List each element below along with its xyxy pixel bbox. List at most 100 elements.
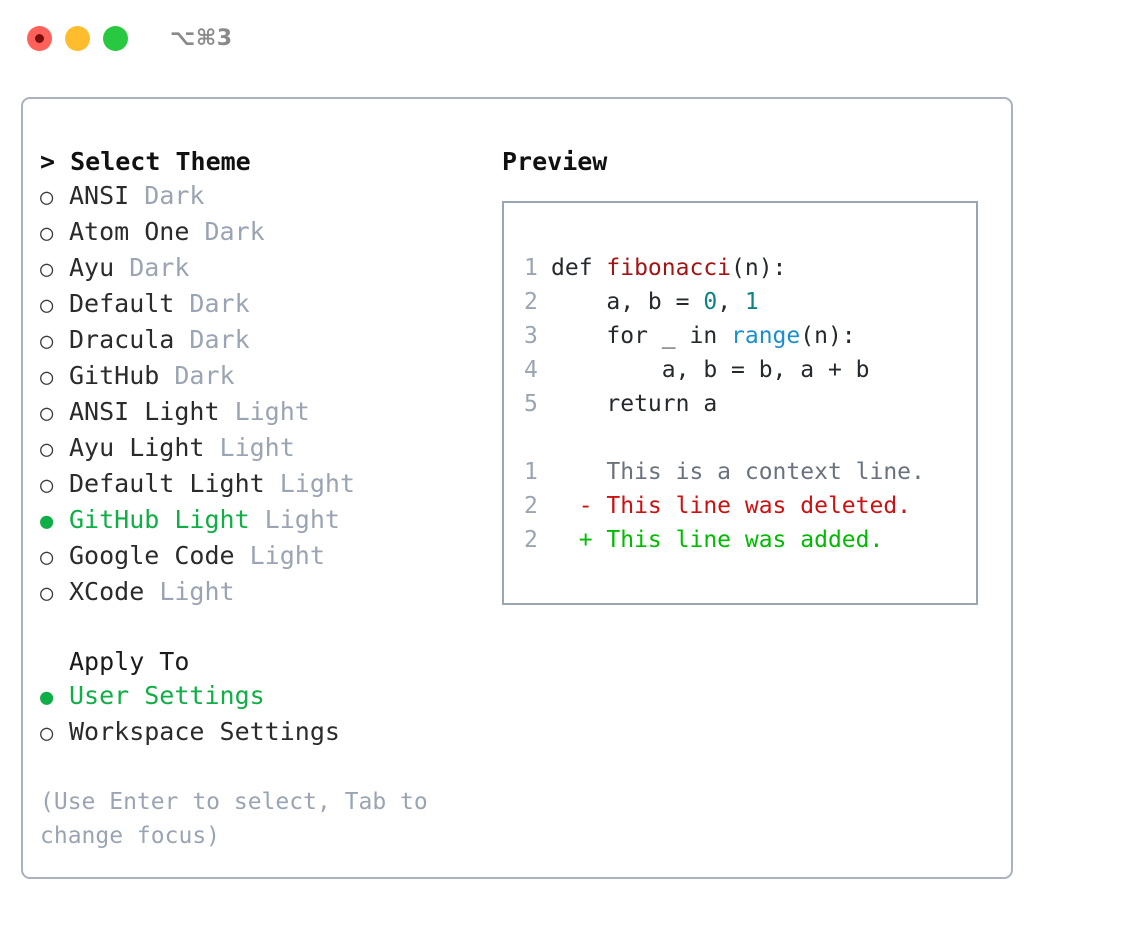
diff-text: This line was added. bbox=[606, 527, 884, 553]
radio-unselected-icon: ○ bbox=[40, 581, 54, 606]
option-label: Default Light bbox=[69, 469, 265, 498]
option-category: Light bbox=[249, 505, 340, 534]
option-category: Dark bbox=[174, 325, 250, 354]
spacer bbox=[40, 611, 485, 645]
option-category: Dark bbox=[114, 253, 190, 282]
preview-header: Preview bbox=[502, 147, 608, 176]
diff-line: 2 + This line was added. bbox=[524, 523, 976, 557]
diff-marker: - bbox=[551, 493, 607, 519]
line-number: 1 bbox=[524, 255, 538, 281]
theme-option-6[interactable]: ○ ANSI Light Light bbox=[40, 395, 485, 431]
left-pane: > Select Theme ○ANSI Dark○Atom One Dark○… bbox=[23, 145, 485, 877]
theme-option-5[interactable]: ○GitHub Dark bbox=[40, 359, 485, 395]
theme-option-1[interactable]: ○ Atom One Dark bbox=[40, 215, 485, 251]
option-category: Dark bbox=[129, 181, 205, 210]
code-token: 1 bbox=[744, 289, 759, 315]
radio-unselected-icon: ○ bbox=[40, 401, 54, 426]
option-label: Workspace Settings bbox=[69, 717, 340, 746]
line-number: 4 bbox=[524, 357, 538, 383]
diff-line: 2 - This line was deleted. bbox=[524, 489, 976, 523]
code-line: 5 return a bbox=[524, 387, 976, 421]
spacer bbox=[524, 421, 976, 455]
radio-selected-icon: ● bbox=[40, 509, 54, 534]
code-line: 1 def fibonacci(n): bbox=[524, 251, 976, 285]
theme-option-2[interactable]: ○ Ayu Dark bbox=[40, 251, 485, 287]
close-dot-inner bbox=[35, 33, 44, 43]
apply-to-list: ● User Settings ○ Workspace Settings bbox=[40, 679, 485, 751]
code-token: a, b = bbox=[551, 289, 704, 315]
close-button-icon[interactable] bbox=[27, 25, 52, 51]
radio-unselected-icon: ○ bbox=[40, 721, 54, 746]
line-number: 5 bbox=[524, 391, 538, 417]
option-label: Default bbox=[69, 289, 175, 318]
code-token: a, b = b, a + b bbox=[551, 357, 870, 383]
keyboard-hint-text: (Use Enter to select, Tab to change focu… bbox=[40, 789, 428, 849]
title-bar: ⌥⌘3 bbox=[0, 0, 1140, 76]
option-label: Ayu Light bbox=[69, 433, 205, 462]
line-number: 1 bbox=[524, 459, 538, 485]
radio-unselected-icon: ○ bbox=[40, 293, 54, 318]
radio-unselected-icon: ○ bbox=[40, 365, 54, 390]
option-category: Light bbox=[219, 397, 310, 426]
option-label: Dracula bbox=[69, 325, 175, 354]
select-theme-header: > Select Theme bbox=[40, 147, 251, 176]
radio-unselected-icon: ○ bbox=[40, 221, 54, 246]
code-line: 4 a, b = b, a + b bbox=[524, 353, 976, 387]
code-token: return a bbox=[551, 391, 718, 417]
spacer bbox=[40, 751, 485, 785]
theme-option-3[interactable]: ○Default Dark bbox=[40, 287, 485, 323]
option-category: Light bbox=[234, 541, 325, 570]
diff-marker: + bbox=[551, 527, 607, 553]
theme-option-7[interactable]: ○Ayu Light Light bbox=[40, 431, 485, 467]
diff-text: This is a context line. bbox=[606, 459, 925, 485]
option-label: GitHub Light bbox=[69, 505, 250, 534]
traffic-light-buttons bbox=[27, 25, 128, 51]
apply-to-option-1[interactable]: ○ Workspace Settings bbox=[40, 715, 485, 751]
option-label: GitHub bbox=[69, 361, 160, 390]
line-number: 2 bbox=[524, 527, 538, 553]
code-line: 2 a, b = 0, 1 bbox=[524, 285, 976, 319]
theme-option-11[interactable]: ○ XCode Light bbox=[40, 575, 485, 611]
option-label: ANSI Light bbox=[69, 397, 220, 426]
radio-unselected-icon: ○ bbox=[40, 473, 54, 498]
option-label: Atom One bbox=[69, 217, 190, 246]
apply-to-option-0[interactable]: ● User Settings bbox=[40, 679, 485, 715]
option-category: Light bbox=[264, 469, 355, 498]
option-label: User Settings bbox=[69, 681, 265, 710]
code-token: def bbox=[551, 255, 607, 281]
code-token: fibonacci bbox=[606, 255, 732, 281]
option-label: XCode bbox=[69, 577, 145, 606]
radio-unselected-icon: ○ bbox=[40, 257, 54, 282]
radio-unselected-icon: ○ bbox=[40, 185, 54, 210]
theme-option-4[interactable]: ○ Dracula Dark bbox=[40, 323, 485, 359]
line-number: 3 bbox=[524, 323, 538, 349]
option-category: Dark bbox=[189, 217, 265, 246]
maximize-button-icon[interactable] bbox=[103, 25, 128, 51]
code-token: for _ in bbox=[551, 323, 732, 349]
radio-unselected-icon: ○ bbox=[40, 329, 54, 354]
option-label: Google Code bbox=[69, 541, 235, 570]
code-token: (n): bbox=[800, 323, 856, 349]
theme-list: ○ ANSI Dark ○ Atom One Dark ○ Ayu Dark ○ Defaul… bbox=[40, 179, 485, 611]
radio-unselected-icon: ○ bbox=[40, 545, 54, 570]
diff-marker bbox=[551, 455, 606, 489]
radio-unselected-icon: ○ bbox=[40, 437, 54, 462]
option-label: Ayu bbox=[69, 253, 115, 282]
theme-option-8[interactable]: ○ Default Light Light bbox=[40, 467, 485, 503]
theme-selector-card: > Select Theme ○ANSI Dark○Atom One Dark○… bbox=[21, 97, 1013, 879]
theme-option-10[interactable]: ○ Google Code Light bbox=[40, 539, 485, 575]
line-number: 2 bbox=[524, 493, 538, 519]
code-line: 3 for _ in range(n): bbox=[524, 319, 976, 353]
radio-selected-icon: ● bbox=[40, 685, 54, 710]
option-category: Light bbox=[144, 577, 235, 606]
theme-option-0[interactable]: ○ ANSI Dark bbox=[40, 179, 485, 215]
option-label: ANSI bbox=[69, 181, 130, 210]
code-token: (n): bbox=[731, 255, 787, 281]
code-token: , bbox=[717, 289, 745, 315]
code-token: 0 bbox=[703, 289, 718, 315]
line-number: 2 bbox=[524, 289, 538, 315]
theme-option-9[interactable]: ● GitHub Light Light bbox=[40, 503, 485, 539]
minimize-button-icon[interactable] bbox=[65, 25, 90, 51]
